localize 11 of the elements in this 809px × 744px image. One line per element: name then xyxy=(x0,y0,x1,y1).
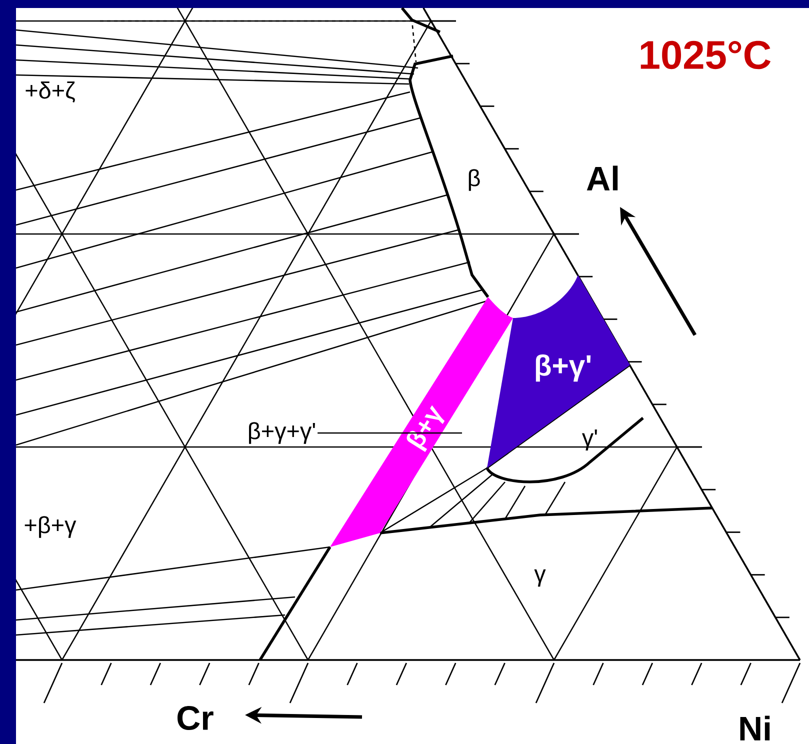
phase-label: +δ+ζ xyxy=(26,82,75,103)
phase-label: γ xyxy=(534,569,546,587)
axis-label: Ni xyxy=(740,716,770,740)
region-label: β+γ+γ' xyxy=(249,422,315,444)
temperature-title: 1025°C xyxy=(640,40,771,70)
phase-label: γ' xyxy=(582,430,597,450)
axis-label: Cr xyxy=(178,706,214,730)
leader-line xyxy=(318,432,462,434)
phase-label: +β+γ xyxy=(24,516,76,538)
axis-label: Al xyxy=(586,166,618,190)
phase-label: β xyxy=(468,169,480,191)
